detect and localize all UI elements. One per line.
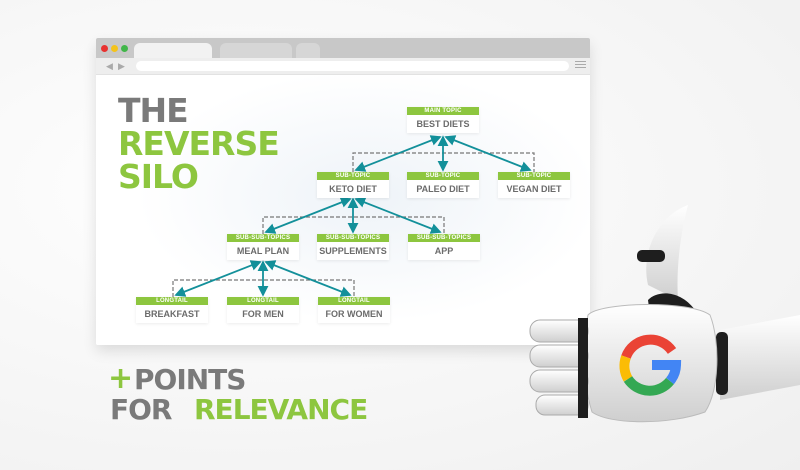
browser-tab[interactable]: [220, 43, 292, 58]
close-dot[interactable]: [101, 45, 108, 52]
node-label: LONGTAIL: [227, 297, 299, 305]
node-label: LONGTAIL: [318, 297, 390, 305]
forward-icon[interactable]: ▶: [118, 61, 125, 71]
node-subsubtopic: SUB-SUB-TOPICS SUPPLEMENTS: [317, 234, 389, 260]
tagline-relevance: RELEVANCE: [194, 393, 368, 426]
node-label: LONGTAIL: [136, 297, 208, 305]
tagline-points: POINTS: [134, 363, 246, 396]
hamburger-icon[interactable]: [575, 61, 586, 71]
node-name: VEGAN DIET: [506, 184, 562, 194]
node-name: BEST DIETS: [416, 119, 470, 129]
browser-tab-active[interactable]: [134, 43, 212, 58]
url-bar[interactable]: [136, 61, 569, 71]
node-main-topic: MAIN TOPIC BEST DIETS: [407, 107, 479, 133]
node-subsubtopic: SUB-SUB-TOPICS APP: [408, 234, 480, 260]
node-label: MAIN TOPIC: [407, 107, 479, 115]
node-label: SUB-TOPIC: [317, 172, 389, 180]
tagline-for: FOR: [110, 393, 172, 426]
robot-thumbs-up-hand: [529, 205, 800, 423]
browser-nav-bar: ◀ ▶: [96, 58, 590, 75]
robot-forearm: [720, 315, 800, 400]
node-name: MEAL PLAN: [236, 246, 290, 256]
node-name: APP: [434, 246, 454, 256]
node-longtail: LONGTAIL BREAKFAST: [136, 297, 208, 323]
node-name: KETO DIET: [329, 184, 377, 194]
robot-wrist-joint: [716, 332, 728, 395]
minimize-dot[interactable]: [111, 45, 118, 52]
browser-tab-bar: [96, 38, 590, 58]
headline-silo: SILO: [118, 157, 199, 196]
back-icon[interactable]: ◀: [106, 61, 113, 71]
node-name: SUPPLEMENTS: [319, 246, 387, 256]
node-label: SUB-SUB-TOPICS: [408, 234, 480, 242]
node-subtopic: SUB-TOPIC VEGAN DIET: [498, 172, 570, 198]
node-longtail: LONGTAIL FOR WOMEN: [318, 297, 390, 323]
node-longtail: LONGTAIL FOR MEN: [227, 297, 299, 323]
browser-tab[interactable]: [296, 43, 320, 58]
google-g-logo-icon: [619, 334, 682, 396]
node-label: SUB-TOPIC: [498, 172, 570, 180]
maximize-dot[interactable]: [121, 45, 128, 52]
node-subtopic: SUB-TOPIC PALEO DIET: [407, 172, 479, 198]
node-label: SUB-SUB-TOPICS: [317, 234, 389, 242]
node-subsubtopic: SUB-SUB-TOPICS MEAL PLAN: [227, 234, 299, 260]
node-label: SUB-SUB-TOPICS: [227, 234, 299, 242]
node-name: FOR WOMEN: [325, 309, 383, 319]
node-subtopic: SUB-TOPIC KETO DIET: [317, 172, 389, 198]
node-name: FOR MEN: [242, 309, 284, 319]
robot-thumb: [646, 205, 688, 300]
robot-thumb-joint: [637, 250, 665, 262]
node-name: BREAKFAST: [144, 309, 200, 319]
node-label: SUB-TOPIC: [407, 172, 479, 180]
node-name: PALEO DIET: [416, 184, 470, 194]
headline-the: THE: [118, 91, 189, 130]
robot-palm: [583, 304, 718, 423]
plus-icon: +: [108, 361, 133, 396]
headline-reverse: REVERSE: [118, 124, 280, 163]
